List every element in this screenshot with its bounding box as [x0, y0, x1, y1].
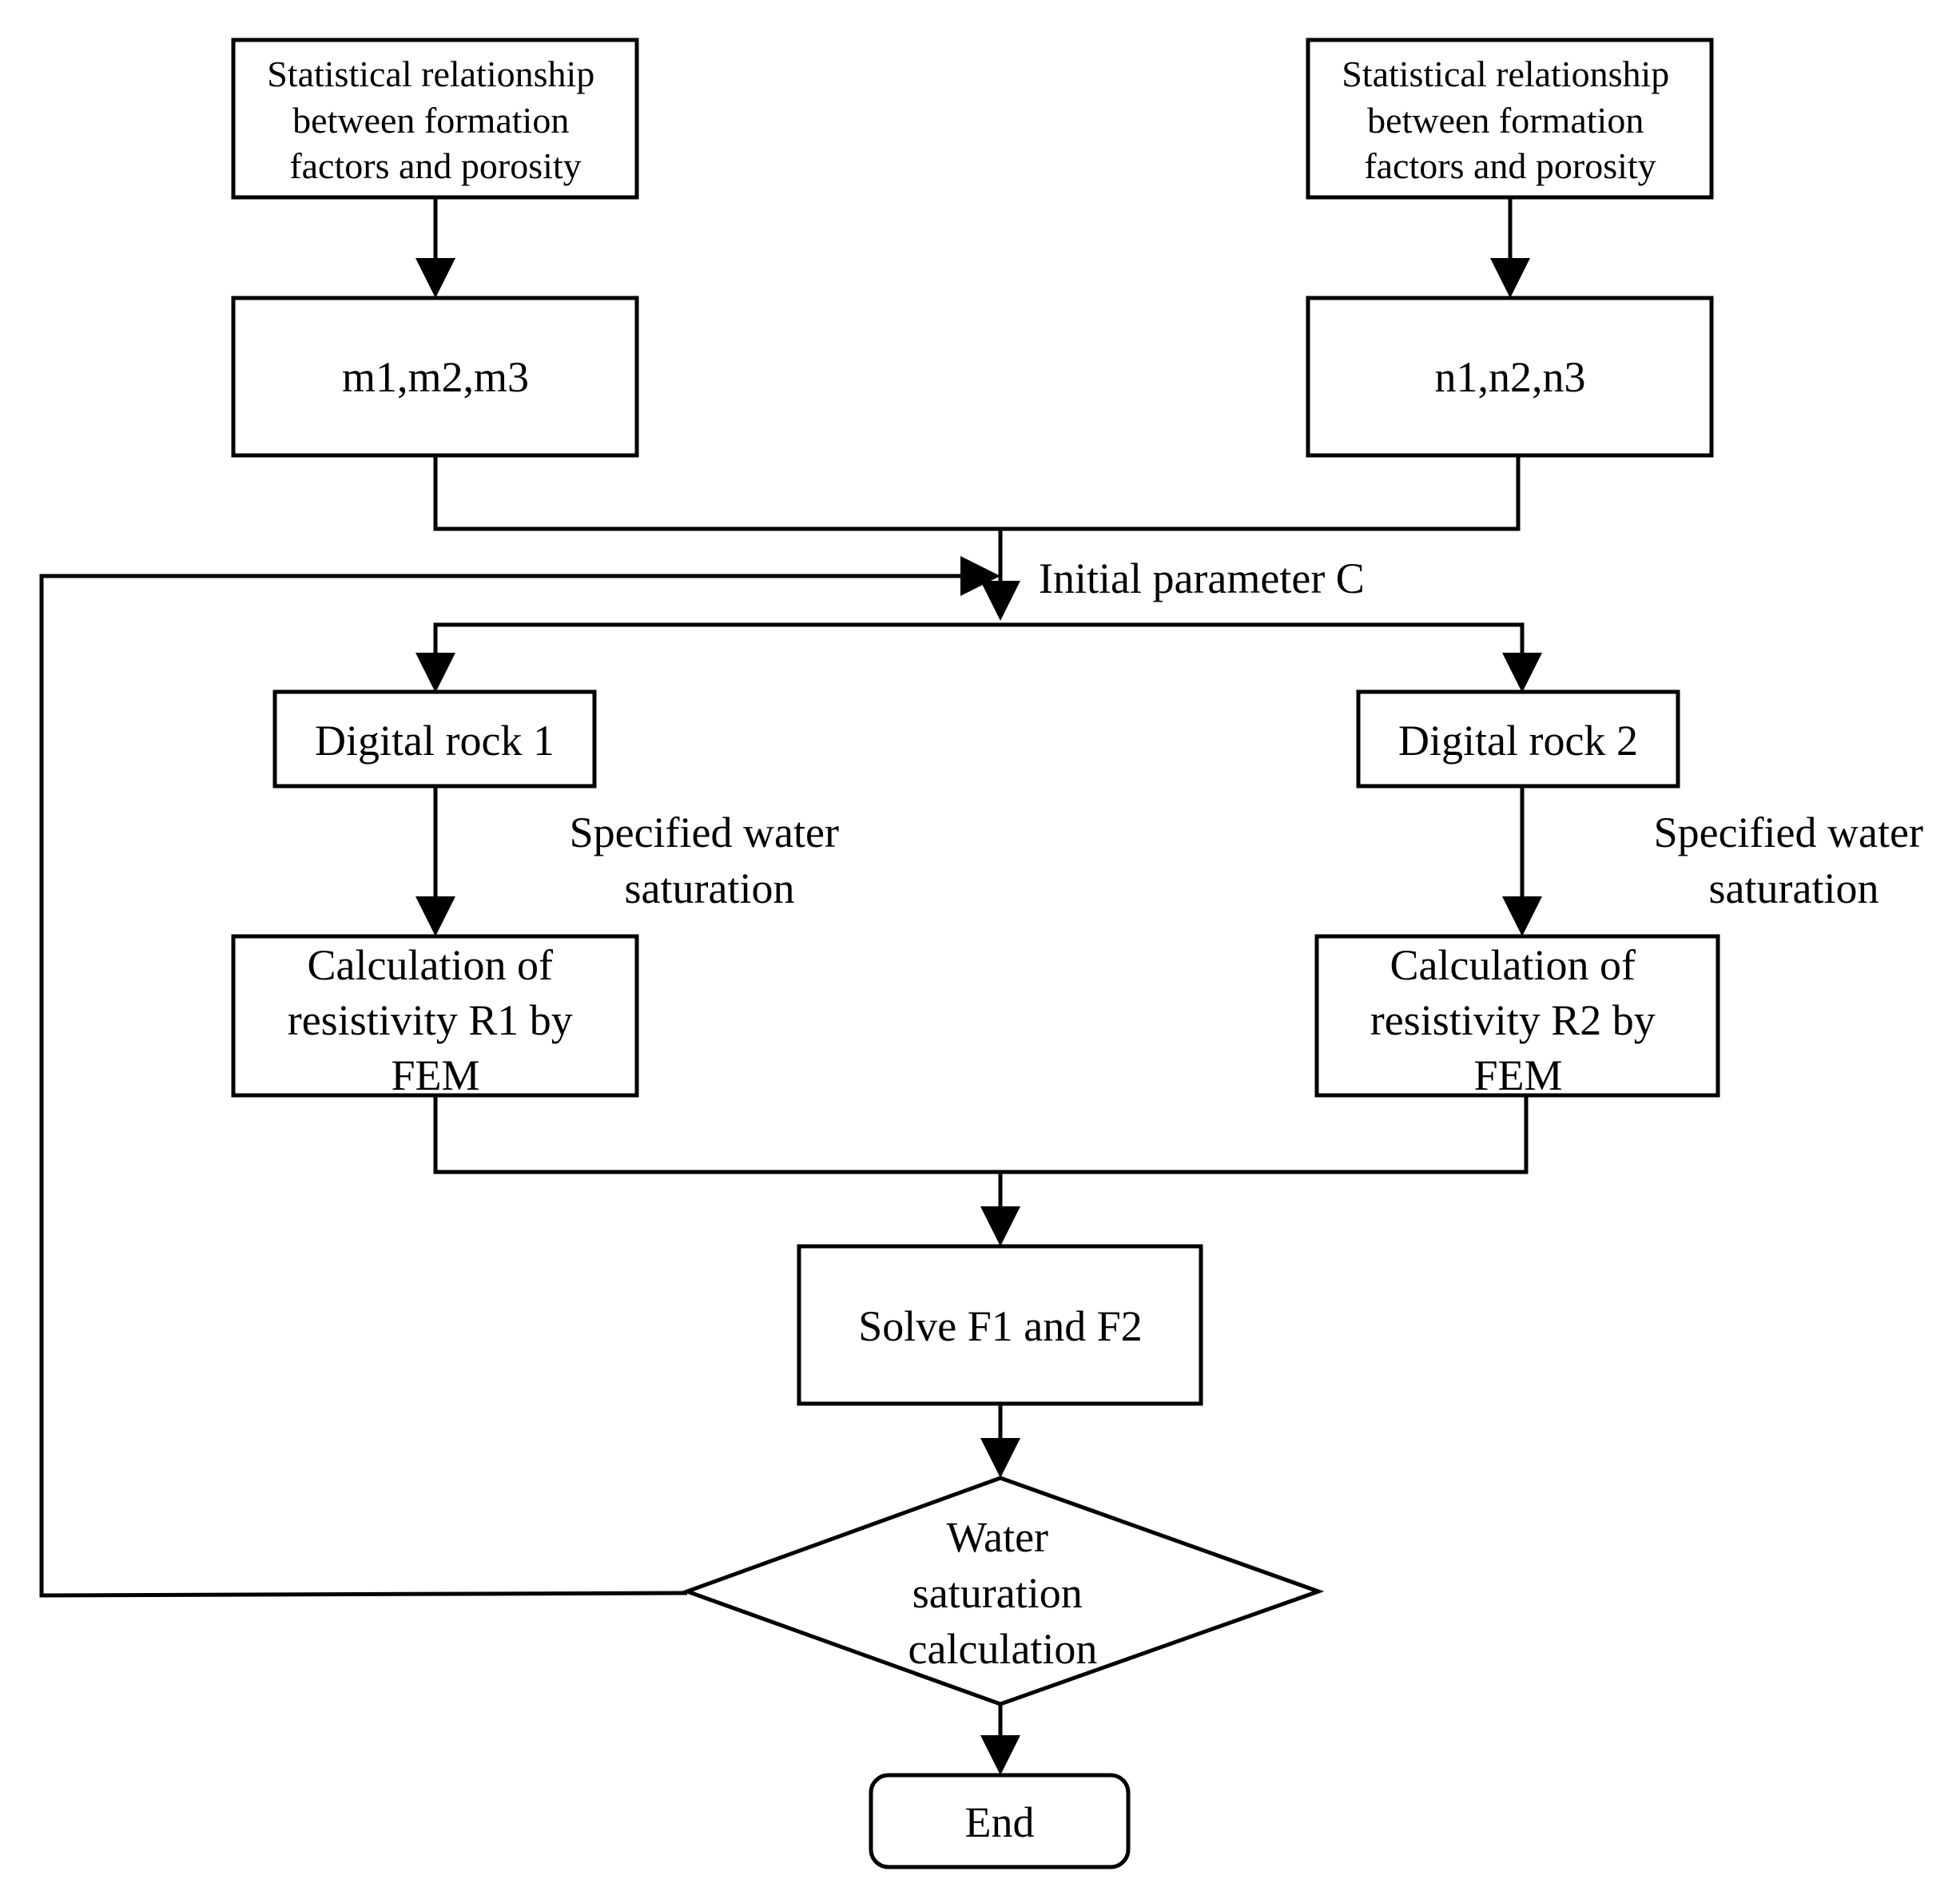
- calc-r2-label: Calculation of resistivity R2 by FEM: [1370, 941, 1667, 1099]
- stat-left-box: [231, 38, 639, 200]
- edge-calc-merge: [433, 1095, 1529, 1174]
- initial-param-label: Initial parameter C: [1039, 554, 1365, 602]
- edge-m-n-merge: [433, 455, 1521, 531]
- spec-right-label: Specified water saturation: [1654, 808, 1934, 912]
- decision-label: Water saturation calculation: [908, 1513, 1098, 1673]
- calc-r1-label: Calculation of resistivity R1 by FEM: [288, 941, 584, 1099]
- n-params-box: [1306, 296, 1714, 458]
- stat-right-box: [1306, 38, 1714, 200]
- end-label: End: [965, 1798, 1035, 1846]
- calc-r2-box: [1314, 934, 1720, 1098]
- rock2-label: Digital rock 2: [1398, 717, 1638, 765]
- edge-feedback-loop: [39, 556, 1000, 1598]
- stat-left-label: Statistical relationship between formati…: [267, 54, 604, 186]
- stat-right-label: Statistical relationship between formati…: [1342, 54, 1679, 186]
- spec-left-label: Specified water saturation: [570, 808, 850, 912]
- edge-split-to-rocks: [433, 622, 1525, 689]
- rock2-box: [1356, 689, 1680, 789]
- end-box: [869, 1773, 1131, 1869]
- n-params-label: n1,n2,n3: [1435, 353, 1586, 401]
- m-params-box: [231, 296, 639, 458]
- solve-label: Solve F1 and F2: [858, 1302, 1143, 1350]
- m-params-label: m1,m2,m3: [342, 353, 529, 401]
- rock1-label: Digital rock 1: [315, 717, 555, 765]
